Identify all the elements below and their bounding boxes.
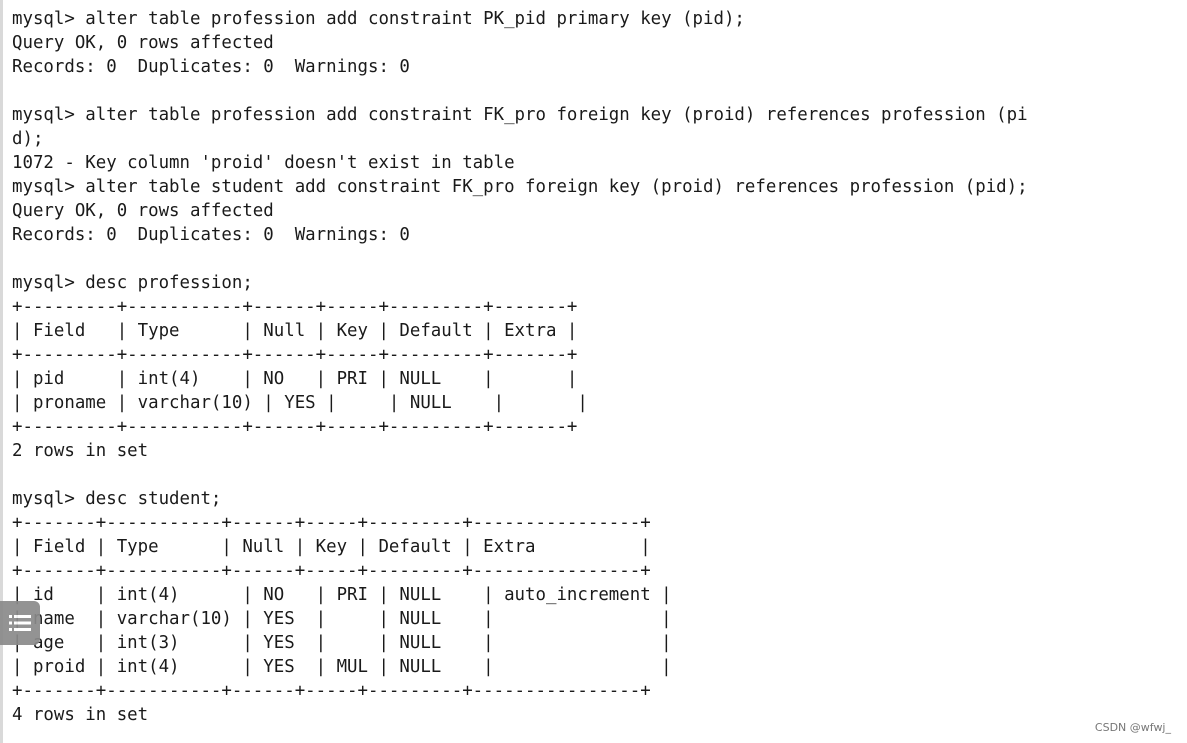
table-row: | name | varchar(10) | YES | | NULL | | bbox=[12, 609, 672, 629]
console-line: mysql> alter table student add constrain… bbox=[12, 177, 1028, 197]
table-border-line: +-------+-----------+------+-----+------… bbox=[12, 681, 651, 701]
console-line: 1072 - Key column 'proid' doesn't exist … bbox=[12, 153, 515, 173]
table-border-line: +---------+-----------+------+-----+----… bbox=[12, 417, 578, 437]
console-line: Query OK, 0 rows affected bbox=[12, 33, 274, 53]
console-line: mysql> desc student; bbox=[12, 489, 222, 509]
console-line bbox=[12, 247, 1182, 271]
console-line: mysql> desc profession; bbox=[12, 273, 253, 293]
table-header-row: | Field | Type | Null | Key | Default | … bbox=[12, 321, 578, 341]
table-border-line: +---------+-----------+------+-----+----… bbox=[12, 297, 578, 317]
table-row: | pid | int(4) | NO | PRI | NULL | | bbox=[12, 369, 578, 389]
table-border-line: +-------+-----------+------+-----+------… bbox=[12, 513, 651, 533]
table-header-row: | Field | Type | Null | Key | Default | … bbox=[12, 537, 651, 557]
console-line bbox=[12, 79, 1182, 103]
side-menu-handle[interactable] bbox=[0, 601, 40, 645]
table-row: | proname | varchar(10) | YES | | NULL |… bbox=[12, 393, 588, 413]
table-row: | id | int(4) | NO | PRI | NULL | auto_i… bbox=[12, 585, 672, 605]
table-border-line: +---------+-----------+------+-----+----… bbox=[12, 345, 578, 365]
table-row: | age | int(3) | YES | | NULL | | bbox=[12, 633, 672, 653]
watermark-text: CSDN @wfwj_ bbox=[1094, 721, 1171, 734]
console-line bbox=[12, 463, 1182, 487]
menu-lines-icon bbox=[9, 613, 31, 633]
table-border-line: +-------+-----------+------+-----+------… bbox=[12, 561, 651, 581]
left-edge-strip bbox=[0, 0, 3, 743]
console-line: mysql> alter table profession add constr… bbox=[12, 105, 1028, 125]
console-line: mysql> alter table profession add constr… bbox=[12, 9, 745, 29]
console-line: 2 rows in set bbox=[12, 441, 149, 461]
console-line: Records: 0 Duplicates: 0 Warnings: 0 bbox=[12, 57, 410, 77]
mysql-console-output[interactable]: mysql> alter table profession add constr… bbox=[12, 7, 1182, 735]
console-line: Records: 0 Duplicates: 0 Warnings: 0 bbox=[12, 225, 410, 245]
console-line: d); bbox=[12, 129, 44, 149]
table-row: | proid | int(4) | YES | MUL | NULL | | bbox=[12, 657, 672, 677]
console-line: 4 rows in set bbox=[12, 705, 149, 725]
console-line: Query OK, 0 rows affected bbox=[12, 201, 274, 221]
